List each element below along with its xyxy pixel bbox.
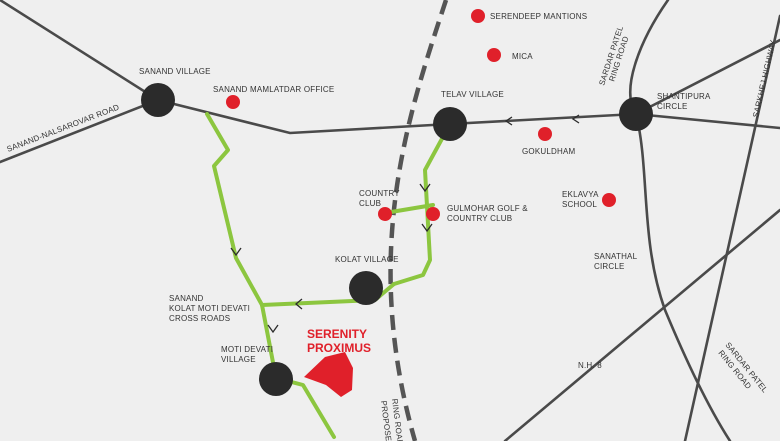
- landmark-eklavya-dot: [602, 193, 616, 207]
- label-sanand-mamlatdar-office: SANAND MAMLATDAR OFFICE: [213, 85, 334, 94]
- landmarks: [226, 9, 616, 221]
- label-moti-devati-line1: MOTI DEVATI: [221, 345, 273, 354]
- direction-arrows: [230, 114, 580, 334]
- landmark-country-club-dot: [378, 207, 392, 221]
- label-shantipura-line1: SHANTIPURA: [657, 92, 711, 101]
- arrow-route-lower-left: [267, 324, 279, 334]
- arrow-road-telav-left: [504, 116, 513, 126]
- label-sanathal-line2: CIRCLE: [594, 262, 625, 271]
- label-proposed-line1: PROPOSED: [379, 400, 394, 441]
- landmark-sanand-mamlatdar-dot: [226, 95, 240, 109]
- label-sanathal-line1: SANATHAL: [594, 252, 638, 261]
- road-sanand-nalsarovar: [0, 98, 160, 164]
- junction-shantipura-circle: [619, 97, 653, 131]
- road-sanand-north-west: [0, 0, 160, 102]
- junction-kolat-village: [349, 271, 383, 305]
- project-title-line1: SERENITY: [307, 327, 367, 341]
- label-telav-village: TELAV VILLAGE: [441, 90, 504, 99]
- road-shantipura-east: [634, 38, 780, 116]
- arrow-route-kolat-down: [421, 223, 433, 233]
- junctions: [141, 83, 653, 396]
- road-nh8: [503, 208, 780, 441]
- label-sanand-village: SANAND VILLAGE: [139, 67, 211, 76]
- landmark-mica-dot: [487, 48, 501, 62]
- label-cross-roads-line3: CROSS ROADS: [169, 314, 230, 323]
- landmark-gulmohar-dot: [426, 207, 440, 221]
- arrow-route-cross-left: [294, 298, 303, 310]
- route-sanand-to-cross-roads: [205, 112, 264, 307]
- label-gokuldham: GOKULDHAM: [522, 147, 575, 156]
- junction-telav-village: [433, 107, 467, 141]
- label-cross-roads-line2: KOLAT MOTI DEVATI: [169, 304, 250, 313]
- label-cross-roads-line1: SANAND: [169, 294, 204, 303]
- label-gulmohar-line2: COUNTRY CLUB: [447, 214, 512, 223]
- arrow-road-shantipura-left: [571, 114, 580, 124]
- arrow-route-telav-down: [419, 183, 431, 193]
- road-proposed-ring-road: [388, 0, 449, 441]
- project-title-line2: PROXIMUS: [307, 341, 371, 355]
- label-country-club-line1: COUNTRY: [359, 189, 400, 198]
- label-nh8: N.H. 8: [578, 361, 602, 370]
- label-eklavya-line2: SCHOOL: [562, 200, 597, 209]
- label-kolat-village: KOLAT VILLAGE: [335, 255, 399, 264]
- label-eklavya-line1: EKLAVYA: [562, 190, 599, 199]
- project-site-shape: [304, 352, 353, 397]
- route-country-club-link: [383, 203, 435, 215]
- landmark-serendeep-dot: [471, 9, 485, 23]
- label-mica: MICA: [512, 52, 533, 61]
- label-shantipura-line2: CIRCLE: [657, 102, 688, 111]
- label-country-club-line2: CLUB: [359, 199, 381, 208]
- junction-sanand-village: [141, 83, 175, 117]
- route-kolat-to-telav: [392, 122, 452, 286]
- label-gulmohar-line1: GULMOHAR GOLF &: [447, 204, 528, 213]
- junction-moti-devati-village: [259, 362, 293, 396]
- landmark-gokuldham-dot: [538, 127, 552, 141]
- label-serendeep-mantions: SERENDEEP MANTIONS: [490, 12, 587, 21]
- road-sarkhej-highway: [683, 14, 780, 441]
- label-moti-devati-line2: VILLAGE: [221, 355, 256, 364]
- arrow-route-upper-left: [230, 247, 242, 257]
